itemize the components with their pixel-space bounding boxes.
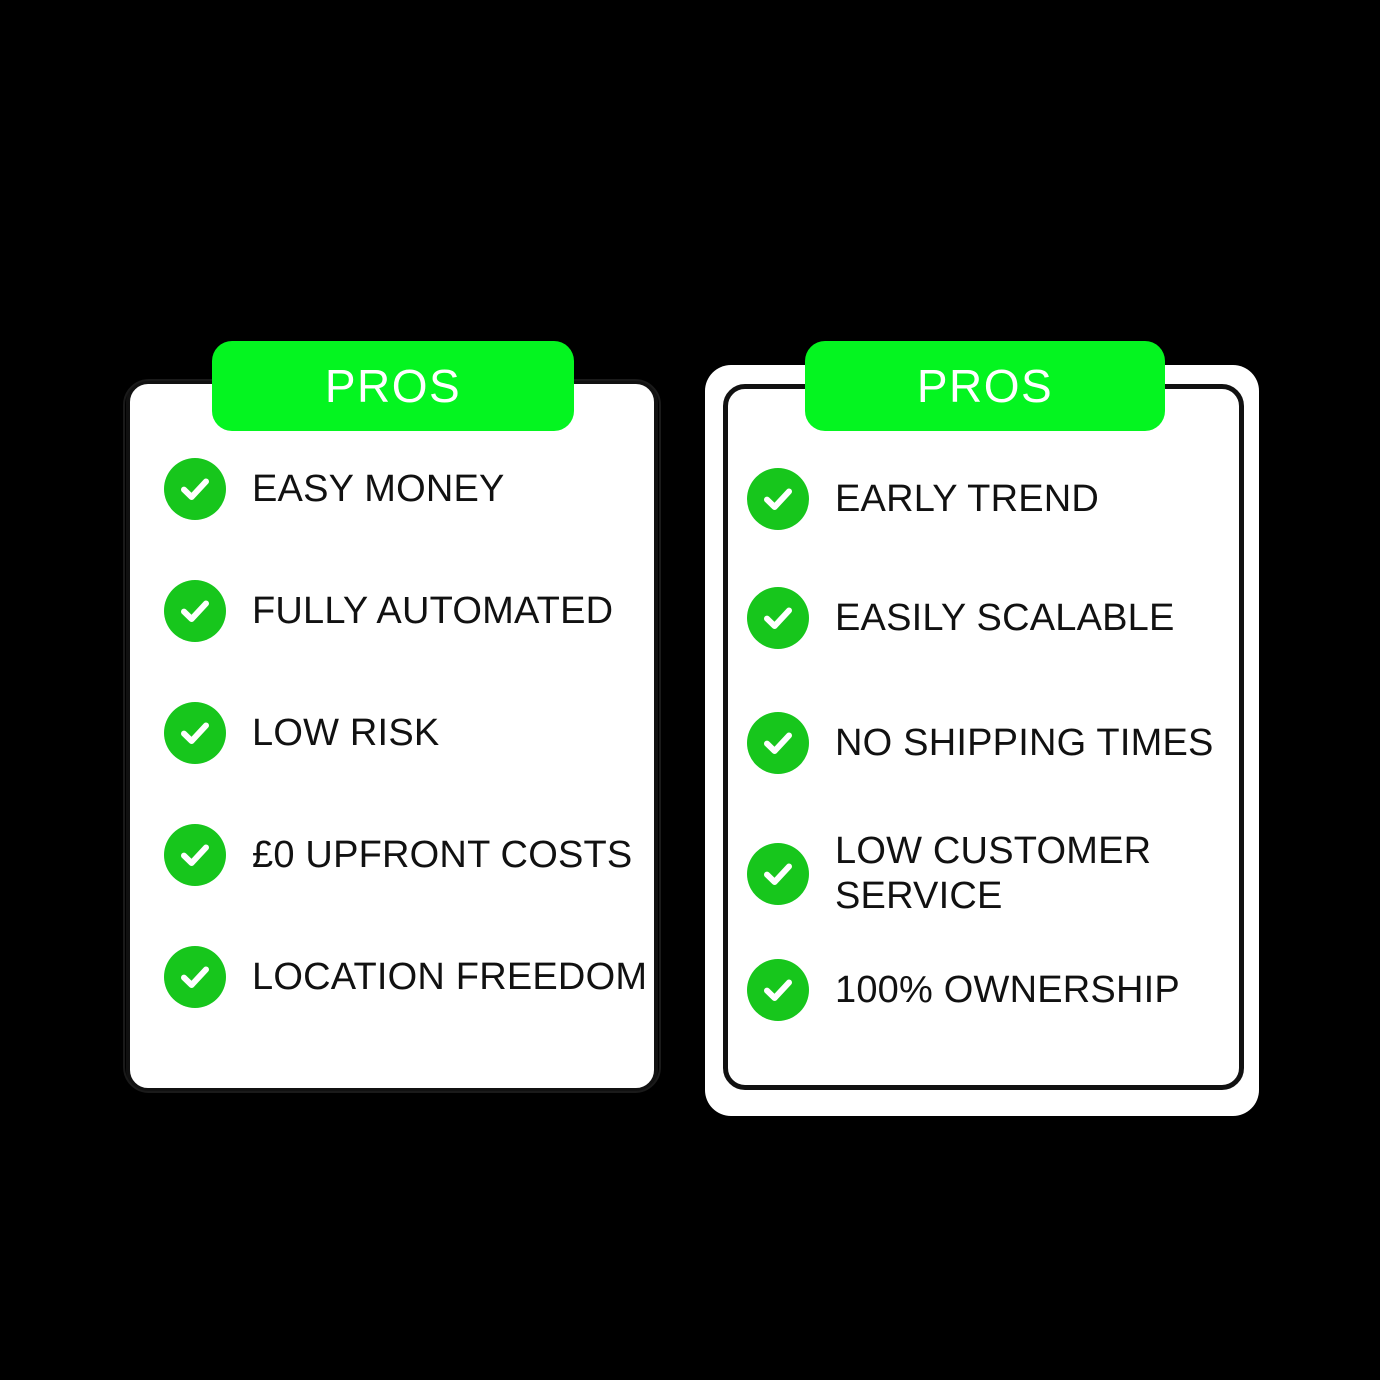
badge-label: PROS	[324, 360, 462, 412]
check-circle-icon	[747, 587, 809, 649]
list-item-label: EASILY SCALABLE	[835, 596, 1175, 639]
list-item: LOW RISK	[164, 702, 439, 764]
list-item-label: 100% OWNERSHIP	[835, 968, 1180, 1011]
check-circle-icon	[164, 702, 226, 764]
list-item: NO SHIPPING TIMES	[747, 712, 1214, 774]
check-circle-icon	[747, 468, 809, 530]
list-item: EARLY TREND	[747, 468, 1099, 530]
list-item: LOCATION FREEDOM	[164, 946, 647, 1008]
list-item: FULLY AUTOMATED	[164, 580, 613, 642]
list-item-label: NO SHIPPING TIMES	[835, 721, 1214, 764]
check-circle-icon	[747, 959, 809, 1021]
list-item-label: £0 UPFRONT COSTS	[252, 833, 633, 876]
check-circle-icon	[164, 946, 226, 1008]
list-item-label: FULLY AUTOMATED	[252, 589, 614, 632]
list-item-label: EARLY TREND	[835, 477, 1100, 520]
pros-card-right-frame: EARLY TREND EASILY SCALABLE	[705, 365, 1259, 1116]
pros-badge-right: PROS	[805, 341, 1165, 431]
check-circle-icon	[747, 842, 809, 905]
list-item: 100% OWNERSHIP	[747, 959, 1180, 1021]
pros-list-right: EARLY TREND EASILY SCALABLE	[728, 389, 1239, 1085]
pros-badge-left: PROS	[212, 341, 574, 431]
check-circle-icon	[164, 458, 226, 520]
list-item-label: LOW CUSTOMER SERVICE	[835, 830, 1152, 917]
check-circle-icon	[747, 712, 809, 774]
list-item-label: LOW RISK	[252, 711, 440, 754]
badge-label: PROS	[916, 360, 1054, 412]
list-item-label: LOCATION FREEDOM	[252, 955, 648, 998]
list-item-label: EASY MONEY	[252, 467, 505, 510]
list-item: LOW CUSTOMER SERVICE	[747, 829, 1151, 919]
list-item: EASY MONEY	[164, 458, 505, 520]
list-item: EASILY SCALABLE	[747, 587, 1175, 649]
pros-card-right: EARLY TREND EASILY SCALABLE	[723, 384, 1244, 1090]
pros-card-left: EASY MONEY FULLY AUTOMATED LOW RISK	[123, 379, 661, 1093]
pros-list-left: EASY MONEY FULLY AUTOMATED LOW RISK	[130, 384, 654, 1088]
check-circle-icon	[164, 824, 226, 886]
check-circle-icon	[164, 580, 226, 642]
list-item: £0 UPFRONT COSTS	[164, 824, 632, 886]
